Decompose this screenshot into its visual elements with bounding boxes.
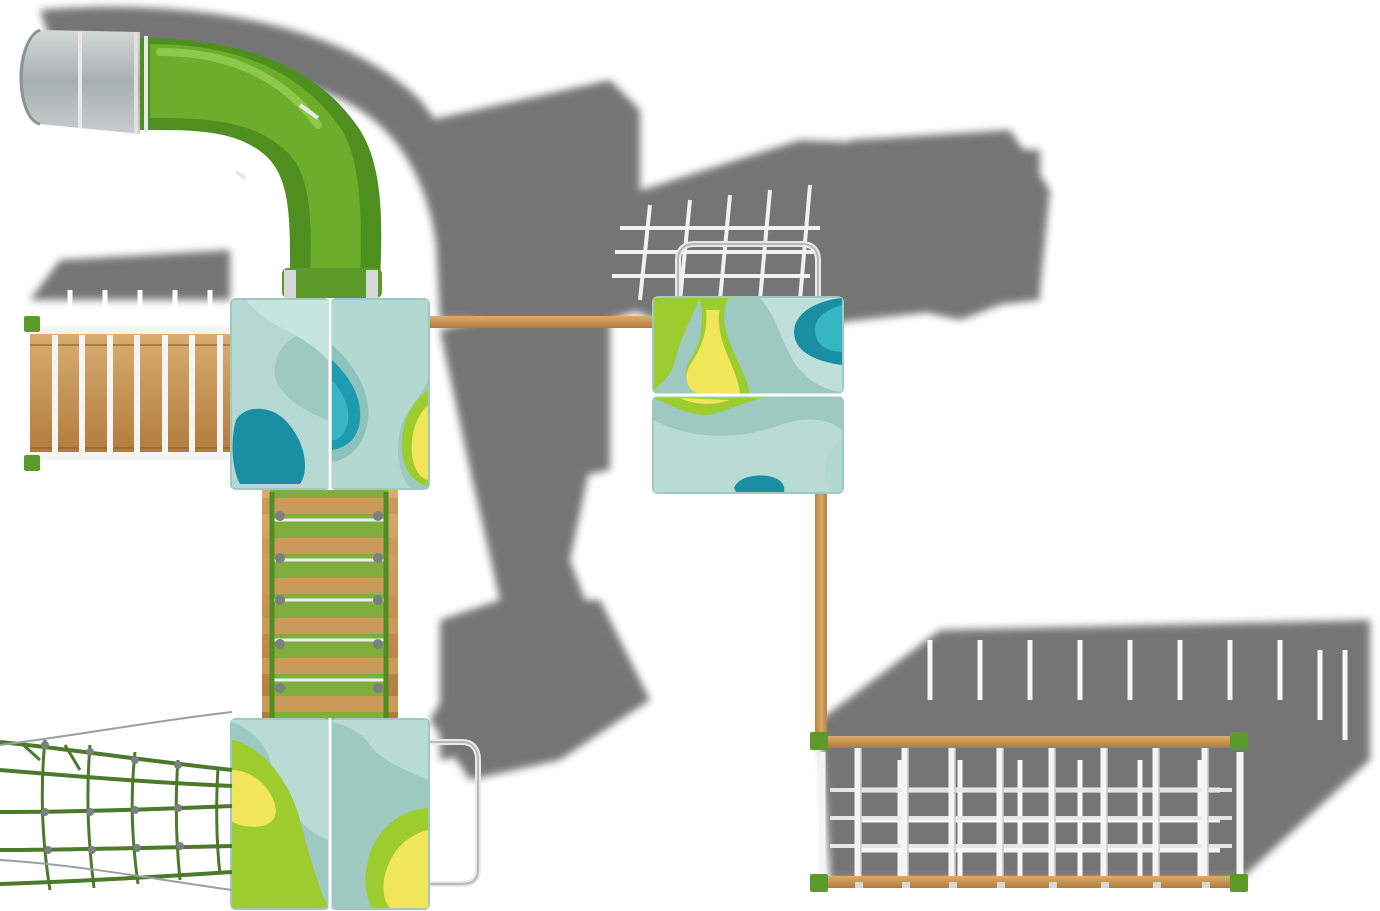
corner-post-cap — [24, 316, 40, 332]
tower-roof-left-top — [230, 298, 430, 490]
shadow-rails-left-bridge — [67, 290, 213, 320]
tube-slide — [19, 28, 382, 298]
net-knots — [41, 741, 184, 854]
corner-post-cap — [24, 455, 40, 471]
tower-roof-right — [652, 241, 844, 494]
ladder-bridge-middle — [262, 490, 398, 720]
corner-post-cap — [1230, 732, 1248, 750]
corner-post-cap — [810, 732, 828, 750]
climbing-net-left — [0, 739, 233, 891]
corner-post-cap — [1230, 874, 1248, 892]
cast-shadow — [30, 6, 1370, 880]
corner-post-cap — [810, 874, 828, 892]
railed-platform-right — [810, 732, 1248, 892]
climbing-net-grey-rope — [0, 711, 233, 891]
tower-roof-left-bottom — [230, 718, 481, 910]
wooden-beam-connector — [430, 316, 827, 734]
bridge-deck-left — [24, 316, 232, 471]
